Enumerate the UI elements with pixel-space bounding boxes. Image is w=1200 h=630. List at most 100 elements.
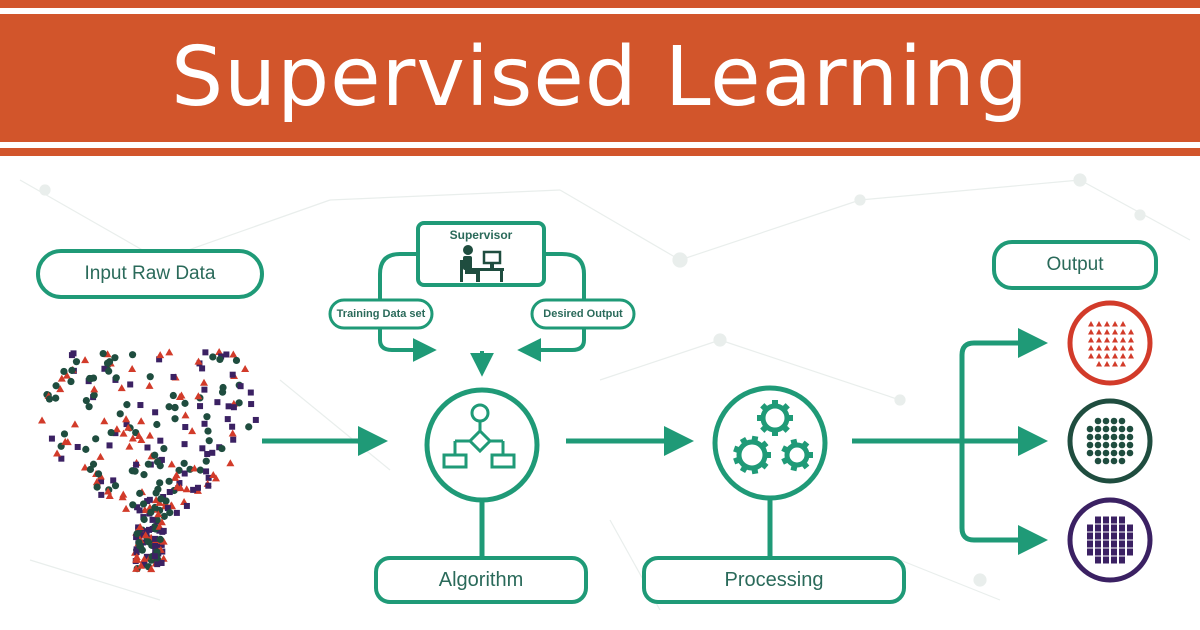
green-dot-mark <box>1094 433 1102 441</box>
red-triangle-mark <box>1128 337 1134 343</box>
raw-data-point <box>137 402 144 409</box>
raw-data-point <box>53 449 62 457</box>
raw-data-point <box>133 461 140 468</box>
raw-data-point <box>160 444 168 453</box>
raw-data-point <box>45 395 54 403</box>
raw-data-point <box>175 392 184 400</box>
raw-data-point <box>105 492 114 500</box>
raw-data-point <box>112 425 121 433</box>
raw-data-scatter <box>38 348 259 573</box>
raw-data-point <box>89 460 98 468</box>
raw-data-point <box>48 435 55 442</box>
purple-square-mark <box>1111 548 1117 556</box>
raw-data-point <box>111 482 120 490</box>
purple-square-mark <box>1103 548 1109 556</box>
green-dot-mark <box>1102 433 1110 441</box>
raw-data-point <box>107 428 115 437</box>
raw-data-point <box>112 374 120 382</box>
raw-data-point <box>144 538 152 546</box>
raw-data-point <box>143 553 150 560</box>
raw-data-point <box>149 516 156 523</box>
green-dot-mark <box>1086 449 1094 457</box>
green-dot-mark <box>1126 433 1134 441</box>
raw-data-point <box>52 382 60 390</box>
title-banner: Supervised Learning <box>0 0 1200 160</box>
raw-data-point <box>74 443 81 450</box>
purple-square-mark <box>1119 540 1125 548</box>
green-dot-mark <box>1110 433 1118 441</box>
raw-data-point <box>160 512 168 520</box>
raw-data-point <box>122 504 131 512</box>
raw-data-point <box>157 437 164 444</box>
raw-data-point <box>98 478 105 485</box>
purple-square-mark <box>1127 540 1133 548</box>
red-triangle-mark <box>1120 345 1126 351</box>
raw-data-point <box>203 468 210 475</box>
raw-data-point <box>119 429 128 437</box>
raw-data-point <box>139 500 148 508</box>
raw-data-point <box>152 535 159 542</box>
purple-square-mark <box>1103 516 1109 524</box>
raw-data-point <box>170 373 177 380</box>
green-dot-mark <box>1110 425 1118 433</box>
purple-square-mark <box>1111 540 1117 548</box>
raw-data-point <box>133 530 141 538</box>
red-triangle-mark <box>1112 353 1118 359</box>
raw-data-point <box>156 535 164 543</box>
raw-data-point <box>205 482 212 489</box>
red-triangle-mark <box>1104 345 1110 351</box>
green-dot-mark <box>1102 425 1110 433</box>
input-raw-data-label: Input Raw Data <box>84 263 216 284</box>
raw-data-point <box>125 442 134 450</box>
raw-data-point <box>158 456 165 463</box>
red-triangle-mark <box>1112 361 1118 367</box>
raw-data-point <box>135 538 143 547</box>
gear-icon <box>781 438 813 472</box>
raw-data-point <box>110 477 117 484</box>
raw-data-point <box>157 495 165 503</box>
training-data-set-label: Training Data set <box>336 308 426 320</box>
raw-data-point <box>188 427 197 435</box>
red-triangle-mark <box>1104 361 1110 367</box>
raw-data-point <box>147 508 155 516</box>
green-dot-mark <box>1094 417 1102 425</box>
raw-data-point <box>223 351 230 358</box>
raw-data-point <box>156 479 164 487</box>
raw-data-point <box>169 391 177 400</box>
banner-band <box>0 14 1200 142</box>
raw-data-point <box>235 399 243 407</box>
raw-data-point <box>209 449 216 456</box>
raw-data-point <box>230 436 237 443</box>
raw-data-point <box>146 526 153 533</box>
purple-square-mark <box>1095 524 1101 532</box>
raw-data-point <box>166 489 173 496</box>
red-triangle-mark <box>1112 321 1118 327</box>
raw-data-point <box>134 432 143 440</box>
raw-data-point <box>171 404 179 412</box>
raw-data-point <box>229 423 236 430</box>
raw-data-point <box>153 458 162 466</box>
raw-data-point <box>60 430 69 438</box>
raw-data-point <box>89 374 98 382</box>
raw-data-point <box>154 510 163 518</box>
raw-data-point <box>131 467 139 475</box>
raw-data-point <box>99 349 107 358</box>
green-dot-mark <box>1094 425 1102 433</box>
supervised-learning-diagram: Input Raw Data Supervisor Training Data … <box>0 160 1200 630</box>
raw-data-point <box>140 506 149 514</box>
raw-data-point <box>132 564 141 572</box>
raw-data-point <box>103 359 112 367</box>
red-triangle-mark <box>1104 353 1110 359</box>
raw-data-point <box>57 374 66 382</box>
raw-data-point <box>218 388 227 396</box>
raw-data-point <box>199 365 206 372</box>
raw-data-point <box>181 441 188 448</box>
raw-data-point <box>200 378 209 386</box>
purple-square-mark <box>1087 532 1093 540</box>
purple-square-mark <box>1095 540 1101 548</box>
purple-square-mark <box>1103 532 1109 540</box>
red-triangle-cluster-icon <box>1067 300 1153 386</box>
raw-data-point <box>201 386 208 393</box>
purple-square-marks <box>1087 516 1133 564</box>
raw-data-point <box>92 478 101 486</box>
